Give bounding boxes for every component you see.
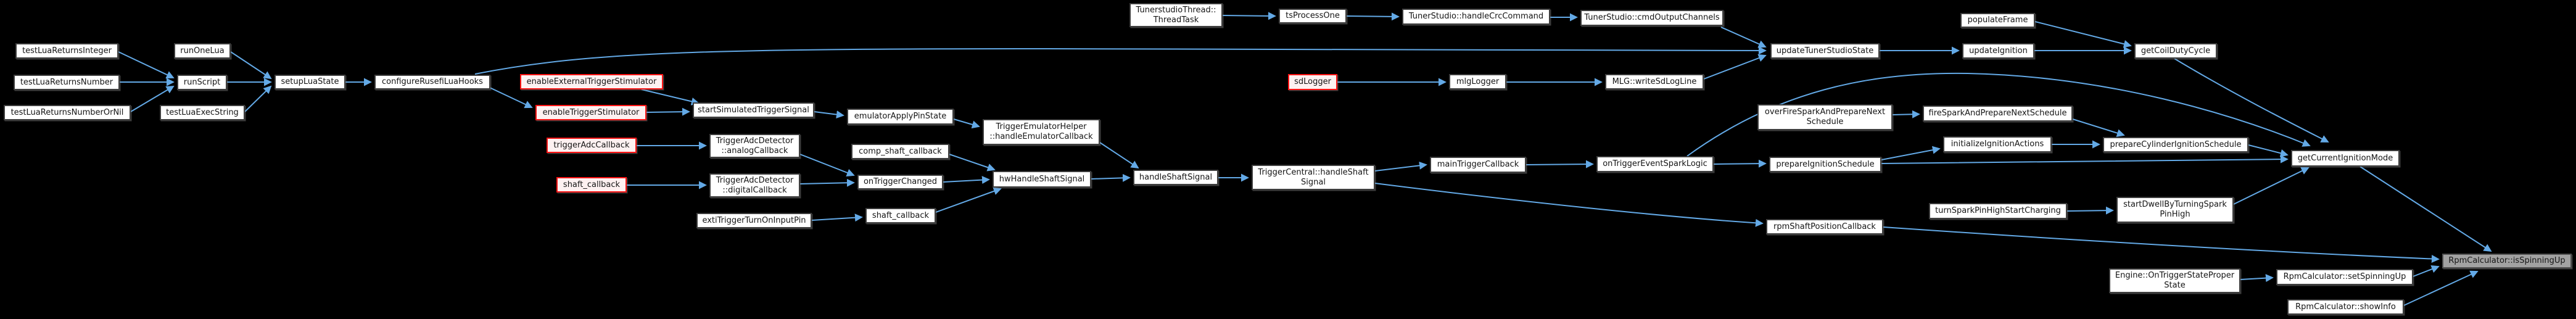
node-TunerstudioThread-ThreadTask[interactable]: TunerstudioThread:: ThreadTask xyxy=(1129,3,1223,27)
node-mainTriggerCallback[interactable]: mainTriggerCallback xyxy=(1430,157,1526,173)
edge-configureRusefiLuaHooks-updateTunerStudioState xyxy=(474,46,1767,75)
node-turnSparkPinHighStartCharging[interactable]: turnSparkPinHighStartCharging xyxy=(1929,203,2067,219)
edge-extiTriggerTurnOnInputPin-shaft-callback xyxy=(811,213,863,222)
edge-startSimulatedTriggerSignal-emulatorApplyPinState xyxy=(814,110,844,119)
node-fireSparkAndPrepareNextSchedule[interactable]: fireSparkAndPrepareNextSchedule xyxy=(1923,106,2073,122)
edge-rpmShaftPositionCallback-isSpinningUp xyxy=(1883,226,2440,263)
edge-mainTriggerCallback-onTriggerEventSparkLogic xyxy=(1525,160,1594,168)
edge-configureRusefiLuaHooks-enableTriggerStimulator xyxy=(489,87,533,109)
edge-overFireSpark-fireSpark xyxy=(1892,110,1920,118)
node-testLuaReturnsNumberOrNil[interactable]: testLuaReturnsNumberOrNil xyxy=(4,105,131,120)
node-tsProcessOne[interactable]: tsProcessOne xyxy=(1279,9,1347,23)
node-emulatorApplyPinState[interactable]: emulatorApplyPinState xyxy=(847,109,954,125)
edge-prepareIgnitionSchedule-getCurrentIgnitionMode xyxy=(1881,155,2289,164)
node-TriggerEmulatorHelper-handleEmulatorCallback[interactable]: TriggerEmulatorHelper ::handleEmulatorCa… xyxy=(983,119,1100,145)
edge-prepareCylinderIgnitionSchedule-getCurrentIgnitionMode xyxy=(2248,144,2289,157)
edge-populateFrame-getCoilDutyCycle xyxy=(2034,21,2132,48)
edge-fireSparkAndPrepareNextSchedule-prepareCylinderIgnitionSchedule xyxy=(2072,118,2125,137)
node-overFireSparkAndPrepareNextSchedule[interactable]: overFireSparkAndPrepareNext Schedule xyxy=(1757,104,1893,130)
node-MLG-writeSdLogLine[interactable]: MLG::writeSdLogLine xyxy=(1605,74,1704,89)
edge-getCoilDutyCycle-getCurrentIgnitionMode xyxy=(2174,58,2329,143)
node-testLuaReturnsInteger[interactable]: testLuaReturnsInteger xyxy=(15,43,118,59)
node-startDwellByTurningSparkPinHigh[interactable]: startDwellByTurningSpark PinHigh xyxy=(2116,197,2234,223)
node-configureRusefiLuaHooks[interactable]: configureRusefiLuaHooks xyxy=(374,75,490,89)
edge-TriggerCentral-mainTriggerCallback xyxy=(1374,161,1427,172)
edge-analogCallback-onTriggerChanged xyxy=(799,154,855,177)
edge-turnSparkPinHighStartCharging-startDwell xyxy=(2066,206,2114,215)
node-RpmCalculator-setSpinningUp[interactable]: RpmCalculator::setSpinningUp xyxy=(2276,269,2413,285)
node-getCoilDutyCycle[interactable]: getCoilDutyCycle xyxy=(2134,43,2217,59)
node-prepareCylinderIgnitionSchedule[interactable]: prepareCylinderIgnitionSchedule xyxy=(2103,137,2248,152)
edge-testLuaReturnsInteger-runScript xyxy=(118,51,175,79)
node-extiTriggerTurnOnInputPin[interactable]: extiTriggerTurnOnInputPin xyxy=(696,213,812,228)
edge-setSpinningUp-isSpinningUp xyxy=(2413,265,2440,277)
node-testLuaReturnsNumber[interactable]: testLuaReturnsNumber xyxy=(14,75,120,90)
node-runScript[interactable]: runScript xyxy=(177,75,227,90)
edge-onTriggerChanged-hwHandleShaftSignal xyxy=(943,176,990,184)
edge-shaft-callback-hwHandleShaftSignal xyxy=(935,187,1002,213)
node-runOneLua[interactable]: runOneLua xyxy=(174,43,231,59)
node-shaft-callback-red[interactable]: shaft_callback xyxy=(556,177,627,193)
node-onTriggerChanged[interactable]: onTriggerChanged xyxy=(857,175,943,189)
edge-showInfo-isSpinningUp xyxy=(2403,270,2479,306)
node-triggerAdcCallback[interactable]: triggerAdcCallback xyxy=(547,138,637,153)
node-populateFrame[interactable]: populateFrame xyxy=(1960,13,2035,28)
edge-comp-shaft-callback-hwHandleShaftSignal xyxy=(949,154,996,172)
node-Engine-OnTriggerStateProperState[interactable]: Engine::OnTriggerStateProper State xyxy=(2109,268,2240,293)
edge-EngineOnTriggerStateProperState-setSpinningUp xyxy=(2240,274,2274,283)
node-initializeIgnitionActions[interactable]: initializeIgnitionActions xyxy=(1943,136,2052,152)
node-setupLuaState[interactable]: setupLuaState xyxy=(275,75,345,89)
edge-digitalCallback-onTriggerChanged xyxy=(799,178,855,187)
edge-writeSdLogLine-updateTunerStudioState xyxy=(1703,54,1767,80)
node-sdLogger[interactable]: sdLogger xyxy=(1288,74,1337,90)
edge-tsProcessOne-handleCrcCommand xyxy=(1346,12,1400,21)
edge-enableExternalTriggerStimulator-startSimulatedTriggerSignal xyxy=(641,89,700,106)
edge-handleEmulatorCallback-handleShaftSignal xyxy=(1099,142,1139,169)
node-handleShaftSignal[interactable]: handleShaftSignal xyxy=(1133,170,1218,185)
node-hwHandleShaftSignal[interactable]: hwHandleShaftSignal xyxy=(993,171,1091,188)
node-TriggerCentral-handleShaftSignal[interactable]: TriggerCentral::handleShaft Signal xyxy=(1252,165,1375,190)
edge-TriggerCentral-rpmShaftPositionCallback xyxy=(1374,183,1764,227)
node-prepareIgnitionSchedule[interactable]: prepareIgnitionSchedule xyxy=(1769,157,1881,172)
node-enableExternalTriggerStimulator[interactable]: enableExternalTriggerStimulator xyxy=(520,74,663,89)
edge-emulatorApplyPinState-handleEmulatorCallback xyxy=(953,118,980,129)
edge-runOneLua-setupLuaState xyxy=(230,51,272,80)
node-onTriggerEventSparkLogic[interactable]: onTriggerEventSparkLogic xyxy=(1596,156,1714,172)
node-RpmCalculator-showInfo[interactable]: RpmCalculator::showInfo xyxy=(2287,299,2404,315)
edge-prepareIgnitionSchedule-initializeIgnitionActions xyxy=(1881,146,1941,160)
node-updateTunerStudioState[interactable]: updateTunerStudioState xyxy=(1770,43,1880,59)
node-TunerStudio-handleCrcCommand[interactable]: TunerStudio::handleCrcCommand xyxy=(1402,9,1550,25)
node-RpmCalculator-isSpinningUp[interactable]: RpmCalculator::isSpinningUp xyxy=(2442,254,2572,268)
edge-startDwell-getCurrentIgnitionMode xyxy=(2233,167,2310,205)
edge-ThreadTask-tsProcessOne xyxy=(1222,12,1276,20)
edge-testLuaExecString-setupLuaState xyxy=(244,85,272,112)
node-comp-shaft-callback[interactable]: comp_shaft_callback xyxy=(851,144,949,159)
node-updateIgnition[interactable]: updateIgnition xyxy=(1962,43,2034,59)
node-shaft-callback[interactable]: shaft_callback xyxy=(865,208,936,223)
node-getCurrentIgnitionMode[interactable]: getCurrentIgnitionMode xyxy=(2291,150,2400,167)
edge-cmdOutputChannels-updateTunerStudioState xyxy=(1720,27,1767,48)
node-testLuaExecString[interactable]: testLuaExecString xyxy=(160,105,245,120)
node-enableTriggerStimulator[interactable]: enableTriggerStimulator xyxy=(535,105,646,120)
node-TriggerAdcDetector-digitalCallback[interactable]: TriggerAdcDetector ::digitalCallback xyxy=(709,173,800,197)
node-TunerStudio-cmdOutputChannels[interactable]: TunerStudio::cmdOutputChannels xyxy=(1580,10,1724,26)
edge-testLuaReturnsNumberOrNil-runScript xyxy=(130,86,175,112)
edge-hwHandleShaftSignal-handleShaftSignal xyxy=(1091,173,1131,182)
node-TriggerAdcDetector-analogCallback[interactable]: TriggerAdcDetector ::analogCallback xyxy=(709,134,800,158)
node-startSimulatedTriggerSignal[interactable]: startSimulatedTriggerSignal xyxy=(693,102,814,118)
edge-getCurrentIgnitionMode-isSpinningUp xyxy=(2359,166,2492,252)
node-rpmShaftPositionCallback[interactable]: rpmShaftPositionCallback xyxy=(1766,219,1883,234)
node-mlgLogger[interactable]: mlgLogger xyxy=(1449,74,1506,89)
